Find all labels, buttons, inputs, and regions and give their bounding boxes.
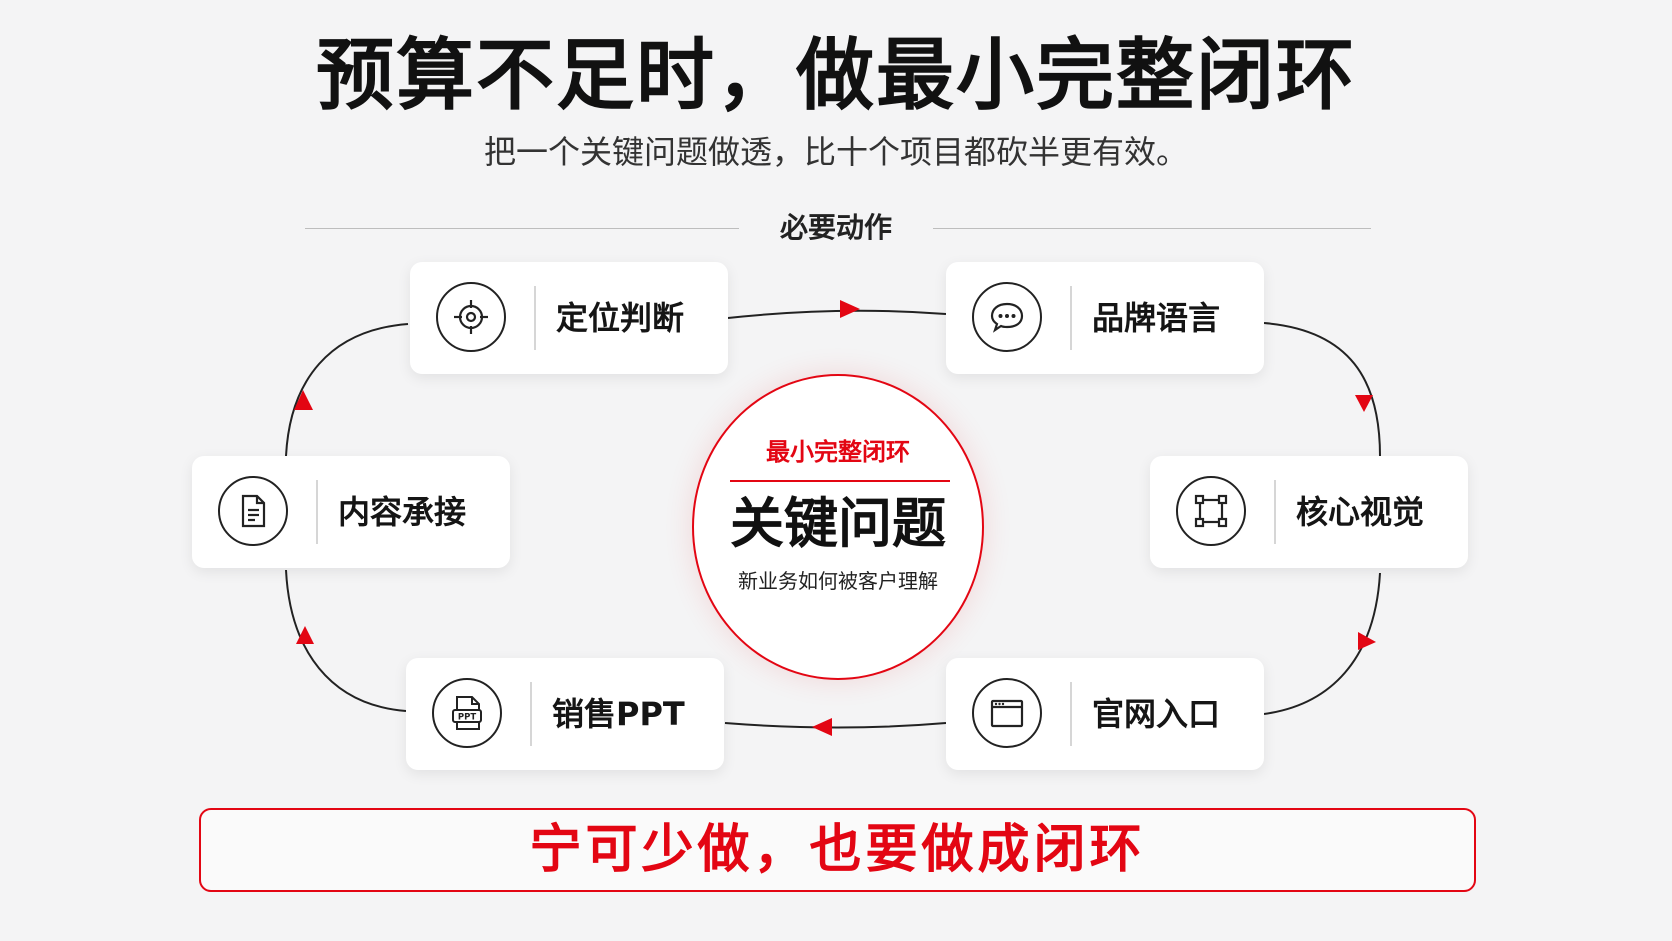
card-separator xyxy=(316,480,318,544)
step-label: 内容承接 xyxy=(338,493,467,531)
step-card-positioning: 定位判断 xyxy=(410,262,728,374)
page-title: 预算不足时，做最小完整闭环 xyxy=(315,31,1356,121)
arrow-5-6 xyxy=(296,626,314,644)
connector-3-4 xyxy=(1263,572,1381,715)
arrow-4-5 xyxy=(812,718,832,736)
browser-window-icon xyxy=(972,678,1042,748)
step-card-sales-ppt: PPT 销售PPT xyxy=(406,658,724,770)
step-card-brand-language: 品牌语言 xyxy=(946,262,1264,374)
step-label: 官网入口 xyxy=(1092,695,1221,733)
connector-5-6 xyxy=(285,569,407,712)
card-separator xyxy=(1070,682,1072,746)
center-divider xyxy=(730,480,950,482)
connector-1-2 xyxy=(727,309,947,319)
center-sub-label: 新业务如何被客户理解 xyxy=(738,569,938,593)
step-label: 核心视觉 xyxy=(1296,493,1425,531)
card-separator xyxy=(1070,286,1072,350)
card-separator xyxy=(1274,480,1276,544)
center-main-label: 关键问题 xyxy=(730,492,946,555)
step-label: 品牌语言 xyxy=(1092,299,1221,337)
arrow-6-1 xyxy=(294,390,313,410)
ppt-file-icon: PPT xyxy=(432,678,502,748)
step-label: 销售PPT xyxy=(552,695,685,733)
step-card-core-visual: 核心视觉 xyxy=(1150,456,1468,568)
card-separator xyxy=(530,682,532,746)
document-icon xyxy=(218,476,288,546)
svg-text:PPT: PPT xyxy=(458,713,476,723)
bottom-banner: 宁可少做，也要做成闭环 xyxy=(199,808,1476,892)
connector-6-1 xyxy=(285,323,409,457)
arrow-2-3 xyxy=(1355,395,1373,412)
page-subtitle: 把一个关键问题做透，比十个项目都砍半更有效。 xyxy=(483,133,1188,171)
divider-left xyxy=(305,228,739,229)
frame-icon xyxy=(1176,476,1246,546)
card-separator xyxy=(534,286,536,350)
connector-4-5 xyxy=(724,722,947,729)
step-card-content: 内容承接 xyxy=(192,456,510,568)
step-label: 定位判断 xyxy=(556,299,685,337)
step-card-website-entry: 官网入口 xyxy=(946,658,1264,770)
arrow-1-2 xyxy=(840,300,860,318)
chat-bubble-icon xyxy=(972,282,1042,352)
arrow-3-4 xyxy=(1358,632,1376,650)
connector-2-3 xyxy=(1263,322,1381,457)
center-top-label: 最小完整闭环 xyxy=(766,438,910,466)
section-label: 必要动作 xyxy=(779,211,892,244)
divider-right xyxy=(933,228,1371,229)
center-core-circle: 最小完整闭环 关键问题 新业务如何被客户理解 xyxy=(692,374,984,680)
bottom-banner-text: 宁可少做，也要做成闭环 xyxy=(529,820,1146,880)
target-icon xyxy=(436,282,506,352)
